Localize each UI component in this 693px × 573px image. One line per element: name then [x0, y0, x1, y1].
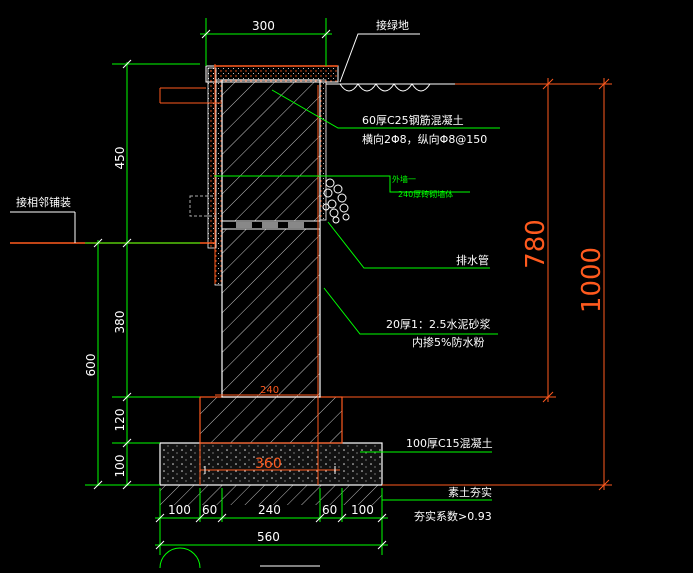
section-title-symbol	[159, 547, 201, 569]
dim-bottom-240: 240	[258, 503, 281, 517]
dim-450-label: 450	[113, 147, 127, 170]
label-green2: 240厚砖砌墙体	[398, 189, 453, 199]
dim-right-chain	[342, 78, 612, 491]
dim-bottom-100a: 100	[168, 503, 191, 517]
leader-cap	[271, 89, 500, 129]
brick-wall-body	[214, 79, 327, 398]
dim-footing-240-label: 240	[260, 385, 279, 396]
label-paving: 接相邻铺装	[16, 196, 71, 209]
label-green1: 外墙一	[392, 174, 416, 184]
leader-curb	[339, 33, 420, 83]
label-soil-line2: 夯实系数>0.93	[414, 509, 492, 523]
dim-bottom-chain	[155, 488, 388, 555]
dim-600-label: 600	[84, 354, 98, 377]
dim-bottom-60b: 60	[322, 503, 337, 517]
dim-bottom-100b: 100	[351, 503, 374, 517]
planting-soil-surface	[326, 83, 455, 92]
label-mortar-line2: 内掺5%防水粉	[412, 335, 484, 349]
gravel-filter	[322, 178, 350, 224]
label-cap-line2: 横向2Φ8，纵向Φ8@150	[362, 132, 487, 146]
leader-mortar	[323, 287, 498, 335]
label-soil-line1: 素土夯实	[448, 485, 492, 499]
label-mortar-line1: 20厚1：2.5水泥砂浆	[386, 317, 491, 331]
label-curb: 接绿地	[376, 18, 409, 32]
dim-780-label: 780	[521, 219, 551, 269]
label-cap-line1: 60厚C25钢筋混凝土	[362, 113, 464, 127]
wall-footing	[199, 396, 343, 444]
label-concrete: 100厚C15混凝土	[406, 436, 493, 450]
dim-1000-label: 1000	[577, 247, 607, 313]
label-drain: 排水管	[456, 253, 489, 267]
dim-top-width	[200, 18, 332, 66]
dim-left-chain	[85, 59, 200, 490]
dim-bottom-60a: 60	[202, 503, 217, 517]
compacted-soil	[160, 485, 382, 505]
dim-380-label: 380	[113, 311, 127, 334]
wall-cap	[205, 64, 339, 284]
dim-footing	[200, 394, 340, 474]
dim-100-label: 100	[113, 455, 127, 478]
leader-green	[214, 175, 470, 193]
dim-top-width-label: 300	[252, 19, 275, 33]
drain-pipe	[189, 195, 321, 230]
dim-base-360-label: 360	[255, 456, 282, 472]
dim-120-label: 120	[113, 409, 127, 432]
base-concrete-slab	[159, 442, 383, 486]
dim-bottom-total: 560	[257, 530, 280, 544]
leader-drain	[327, 221, 490, 269]
